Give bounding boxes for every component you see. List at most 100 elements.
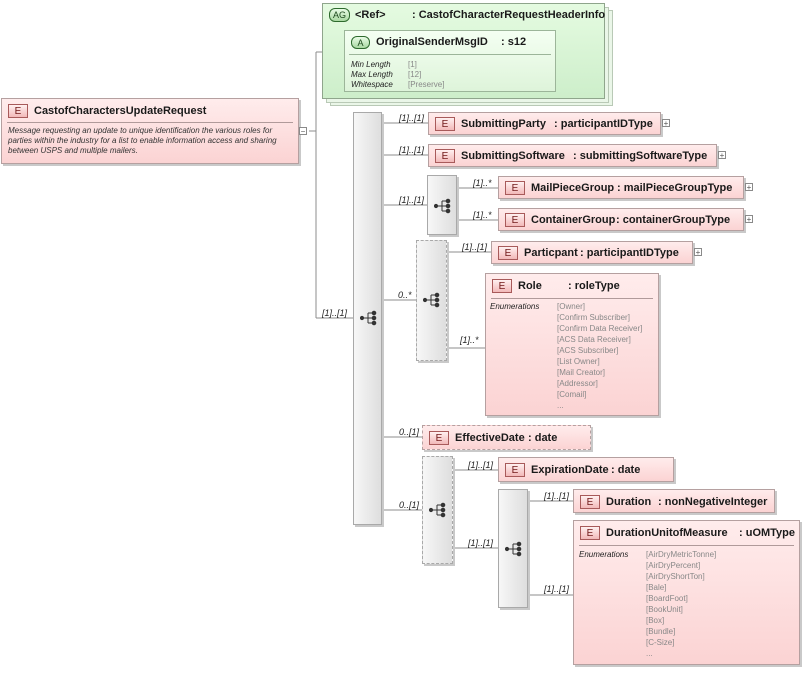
element-tag: E — [505, 213, 525, 227]
element-duration-unit-of-measure[interactable]: E DurationUnitofMeasure : uOMType Enumer… — [573, 520, 800, 665]
enum-value: ... — [557, 401, 564, 410]
expand-toggle[interactable]: + — [745, 215, 753, 224]
facet-label: Max Length — [351, 70, 393, 79]
element-duration[interactable]: E Duration : nonNegativeInteger — [573, 489, 775, 513]
attribute-group[interactable]: AG <Ref> : CastofCharacterRequestHeaderI… — [322, 3, 605, 99]
element-submitting-party[interactable]: E SubmittingParty : participantIDType — [428, 112, 661, 135]
expand-toggle[interactable]: + — [745, 183, 753, 192]
enum-value: [AirDryPercent] — [646, 561, 701, 570]
cardinality-label: [1]..* — [473, 210, 492, 220]
element-type: : nonNegativeInteger — [658, 496, 768, 508]
main-sequence[interactable] — [353, 112, 382, 525]
divider — [491, 298, 653, 299]
element-name: SubmittingSoftware — [461, 150, 565, 162]
attribute-tag: A — [351, 36, 370, 49]
enum-value: [Confirm Subscriber] — [557, 313, 630, 322]
element-expiration-date[interactable]: E ExpirationDate : date — [498, 457, 674, 482]
sequence-icon — [429, 502, 446, 518]
element-mailpiece-group[interactable]: E MailPieceGroup : mailPieceGroupType — [498, 176, 744, 199]
enum-value: ... — [646, 649, 653, 658]
cardinality-label: [1]..* — [460, 335, 479, 345]
cardinality-label: 0..* — [398, 290, 412, 300]
facet-label: Whitespace — [351, 80, 393, 89]
duration-sequence[interactable] — [498, 489, 528, 608]
expand-toggle[interactable]: + — [694, 248, 702, 257]
enum-value: [Confirm Data Receiver] — [557, 324, 643, 333]
element-container-group[interactable]: E ContainerGroup : containerGroupType — [498, 208, 744, 231]
enum-value: [BoardFoot] — [646, 594, 688, 603]
element-type: : date — [528, 432, 558, 444]
element-name: MailPieceGroup — [531, 182, 615, 194]
attribute-group-name: : CastofCharacterRequestHeaderInfo — [412, 9, 606, 21]
element-name: SubmittingParty — [461, 118, 546, 130]
choice-group[interactable] — [427, 175, 457, 235]
cardinality-label: [1]..[1] — [399, 113, 425, 123]
attribute-box[interactable]: A OriginalSenderMsgID : s12 Min Length [… — [344, 30, 556, 92]
enumerations-label: Enumerations — [490, 302, 540, 311]
attribute-type: : s12 — [501, 36, 527, 48]
collapse-toggle[interactable]: − — [299, 127, 307, 136]
element-type: : uOMType — [739, 527, 796, 539]
enum-value: [C-Size] — [646, 638, 675, 647]
element-name: DurationUnitofMeasure — [606, 527, 728, 539]
root-element-name: CastofCharactersUpdateRequest — [34, 105, 207, 117]
element-type: : participantIDType — [580, 247, 679, 259]
element-tag: E — [580, 526, 600, 540]
divider — [349, 54, 551, 55]
expand-toggle[interactable]: + — [662, 119, 670, 128]
attribute-group-ref: <Ref> — [355, 9, 386, 21]
element-type: : containerGroupType — [616, 214, 731, 226]
attribute-group-tag: AG — [329, 8, 350, 22]
element-name: Role — [518, 280, 542, 292]
element-tag: E — [580, 495, 600, 509]
enum-value: [List Owner] — [557, 357, 600, 366]
cardinality-label: [1]..[1] — [322, 308, 348, 318]
expand-toggle[interactable]: + — [718, 151, 726, 160]
element-tag: E — [505, 181, 525, 195]
element-tag: E — [429, 431, 449, 445]
enum-value: [AirDryShortTon] — [646, 572, 705, 581]
enum-value: [BookUnit] — [646, 605, 683, 614]
facet-value: [Preserve] — [408, 80, 445, 89]
element-name: Duration — [606, 496, 652, 508]
cardinality-label: [1]..[1] — [399, 195, 425, 205]
enum-value: [Addressor] — [557, 379, 598, 388]
element-tag: E — [435, 149, 455, 163]
divider — [7, 122, 293, 123]
cardinality-label: [1]..[1] — [468, 460, 494, 470]
element-type: : roleType — [568, 280, 620, 292]
root-description: Message requesting an update to unique i… — [8, 126, 277, 155]
cardinality-label: [1]..[1] — [468, 538, 494, 548]
element-tag: E — [435, 117, 455, 131]
element-particpant[interactable]: E Particpant : participantIDType — [491, 241, 693, 264]
sequence-icon — [423, 292, 440, 308]
choice-icon — [434, 198, 451, 214]
enumerations-label: Enumerations — [579, 550, 629, 559]
cardinality-label: [1]..[1] — [399, 145, 425, 155]
element-role[interactable]: E Role : roleType Enumerations [Owner] [… — [485, 273, 659, 416]
sequence-icon — [360, 310, 377, 326]
enum-value: [Bale] — [646, 583, 667, 592]
element-type: : submittingSoftwareType — [573, 150, 708, 162]
enum-value: [Bundle] — [646, 627, 676, 636]
enum-value: [ACS Data Receiver] — [557, 335, 631, 344]
cardinality-label: [1]..[1] — [462, 242, 488, 252]
cardinality-label: [1]..* — [473, 178, 492, 188]
element-tag: E — [505, 463, 525, 477]
element-tag: E — [498, 246, 518, 260]
element-effective-date[interactable]: E EffectiveDate : date — [422, 425, 591, 450]
element-type: : participantIDType — [554, 118, 653, 130]
expiration-sequence[interactable] — [422, 456, 453, 564]
element-name: ContainerGroup — [531, 214, 616, 226]
participant-sequence[interactable] — [416, 240, 447, 361]
enum-value: [Owner] — [557, 302, 586, 311]
element-submitting-software[interactable]: E SubmittingSoftware : submittingSoftwar… — [428, 144, 717, 167]
enum-value: [Comail] — [557, 390, 587, 399]
enum-value: [Mail Creator] — [557, 368, 606, 377]
cardinality-label: 0..[1] — [399, 427, 420, 437]
sequence-icon — [505, 541, 522, 557]
attribute-name: OriginalSenderMsgID — [376, 36, 488, 48]
root-element[interactable]: E CastofCharactersUpdateRequest Message … — [1, 98, 299, 164]
facet-value: [12] — [408, 70, 422, 79]
